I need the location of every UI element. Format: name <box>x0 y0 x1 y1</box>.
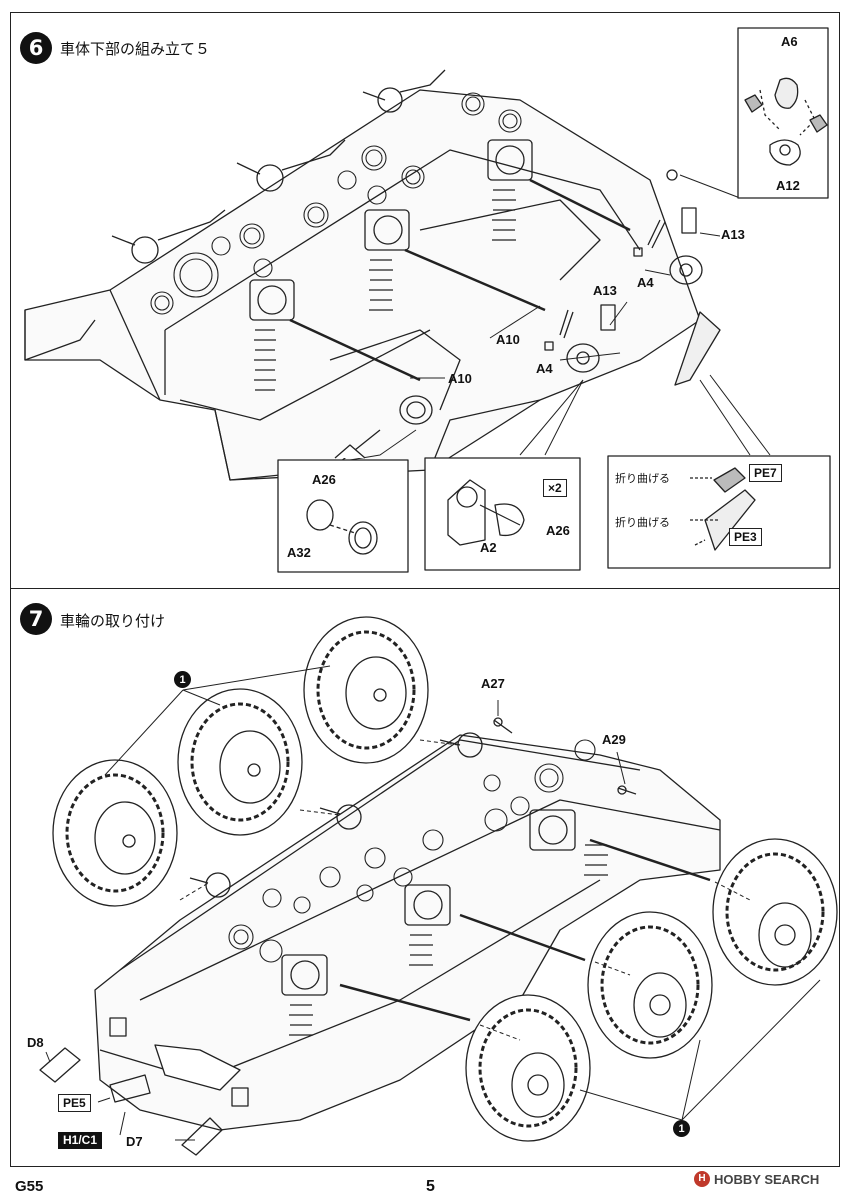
watermark: H HOBBY SEARCH <box>694 1171 819 1187</box>
part-label-a26-left: A26 <box>312 472 336 487</box>
part-label-a29: A29 <box>602 732 626 747</box>
part-label-a4-lower: A4 <box>536 361 553 376</box>
part-label-d7: D7 <box>126 1134 143 1149</box>
step7-title: 車輪の取り付け <box>60 612 166 630</box>
step7-number-badge: 7 <box>20 603 52 635</box>
bend-instruction-1: 折り曲げる <box>615 472 670 485</box>
part-label-a2: A2 <box>480 540 497 555</box>
hobby-search-logo-icon: H <box>694 1171 710 1187</box>
wheel-callout-bottom: 1 <box>673 1120 690 1137</box>
part-label-a27: A27 <box>481 676 505 691</box>
watermark-text: HOBBY SEARCH <box>714 1171 820 1187</box>
quantity-badge: ×2 <box>543 479 567 497</box>
part-label-d8: D8 <box>27 1035 44 1050</box>
step-divider <box>10 588 840 589</box>
part-label-a4-upper: A4 <box>637 275 654 290</box>
product-code: G55 <box>15 1178 44 1195</box>
part-label-a6: A6 <box>781 34 798 49</box>
wheels <box>52 616 838 1142</box>
part-label-a13-upper: A13 <box>721 227 745 242</box>
h1-c1-label: H1/C1 <box>58 1132 103 1149</box>
step7-hull-drawing <box>39 717 721 1156</box>
wheel-callout-top: 1 <box>174 671 191 688</box>
page-frame <box>10 12 840 1167</box>
part-label-a12: A12 <box>776 178 800 193</box>
bend-instruction-2: 折り曲げる <box>615 516 670 529</box>
part-label-a13-lower: A13 <box>593 283 617 298</box>
part-label-a26-mid: A26 <box>546 523 570 538</box>
step6-number-badge: 6 <box>20 32 52 64</box>
part-label-a32: A32 <box>287 545 311 560</box>
pe3-label: PE3 <box>729 528 762 546</box>
part-label-a10-upper: A10 <box>496 332 520 347</box>
part-label-a10-lower: A10 <box>448 371 472 386</box>
step6-hull-drawing <box>24 69 721 481</box>
pe7-label: PE7 <box>749 464 782 482</box>
page-number: 5 <box>426 1178 435 1195</box>
pe5-label: PE5 <box>58 1094 91 1112</box>
step6-title: 車体下部の組み立て５ <box>60 40 211 58</box>
